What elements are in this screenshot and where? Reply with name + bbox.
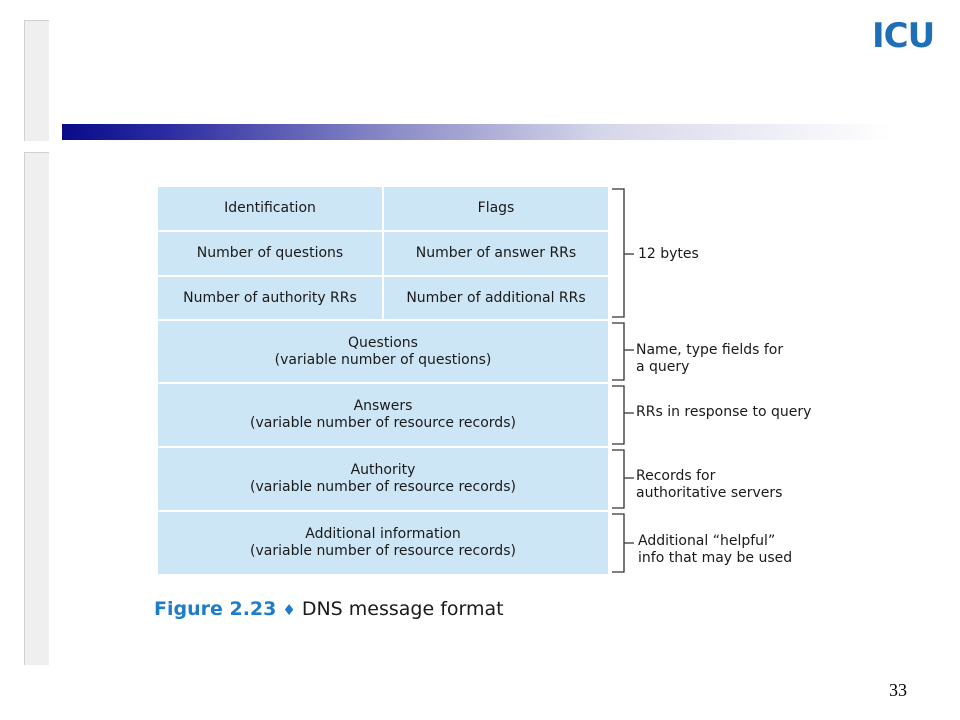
note-line: a query [636, 359, 690, 375]
left-decorative-bar-bottom [24, 152, 49, 665]
note-additional: Additional “helpful” info that may be us… [638, 533, 792, 567]
figure-caption: Figure 2.23 ♦ DNS message format [154, 598, 504, 620]
section-answers: Answers (variable number of resource rec… [158, 384, 608, 446]
figure-number: Figure 2.23 [154, 598, 277, 620]
cell-label: Flags [477, 200, 515, 216]
section-title: Answers [353, 398, 413, 414]
note-line: authoritative servers [636, 485, 783, 501]
section-subtitle: (variable number of resource records) [250, 415, 516, 431]
authority-brace [612, 449, 634, 509]
cell-label: Number of authority RRs [183, 289, 357, 306]
section-title: Questions [348, 334, 418, 351]
note-authority: Records for authoritative servers [636, 468, 782, 502]
section-subtitle: (variable number of questions) [274, 351, 492, 368]
figure-title: DNS message format [301, 598, 504, 620]
left-decorative-bar-top [24, 20, 49, 141]
cell-label: Number of answer RRs [415, 245, 577, 261]
section-subtitle: (variable number of resource records) [250, 543, 516, 559]
icu-logo: ICU [872, 16, 935, 56]
cell-number-of-additional-rrs: Number of additional RRs [384, 277, 608, 319]
cell-label: Number of additional RRs [406, 289, 586, 306]
note-line: Additional “helpful” [638, 533, 776, 549]
section-additional-information: Additional information (variable number … [158, 512, 608, 574]
header-gradient-rule [62, 124, 892, 140]
additional-brace [612, 513, 634, 573]
cell-identification: Identification [158, 187, 382, 230]
note-line: RRs in response to query [636, 404, 812, 420]
note-answers: RRs in response to query [636, 404, 811, 421]
cell-number-of-questions: Number of questions [158, 232, 382, 275]
diamond-icon: ♦ [282, 601, 296, 619]
section-subtitle: (variable number of resource records) [250, 479, 516, 495]
cell-label: Identification [224, 200, 316, 216]
note-line: info that may be used [638, 550, 793, 566]
note-line: Name, type fields for [636, 342, 784, 358]
cell-flags: Flags [384, 187, 608, 230]
cell-label: Number of questions [196, 245, 344, 261]
section-title: Authority [350, 462, 416, 478]
note-12-bytes: 12 bytes [638, 246, 699, 262]
page-number: 33 [889, 680, 907, 700]
cell-number-of-authority-rrs: Number of authority RRs [158, 277, 382, 319]
answers-brace [612, 385, 634, 445]
note-questions: Name, type fields for a query [636, 342, 783, 376]
questions-brace [612, 322, 634, 381]
section-title: Additional information [305, 526, 461, 542]
cell-number-of-answer-rrs: Number of answer RRs [384, 232, 608, 275]
section-questions: Questions (variable number of questions) [158, 321, 608, 382]
note-line: Records for [636, 468, 716, 484]
header-brace [612, 188, 634, 318]
section-authority: Authority (variable number of resource r… [158, 448, 608, 510]
